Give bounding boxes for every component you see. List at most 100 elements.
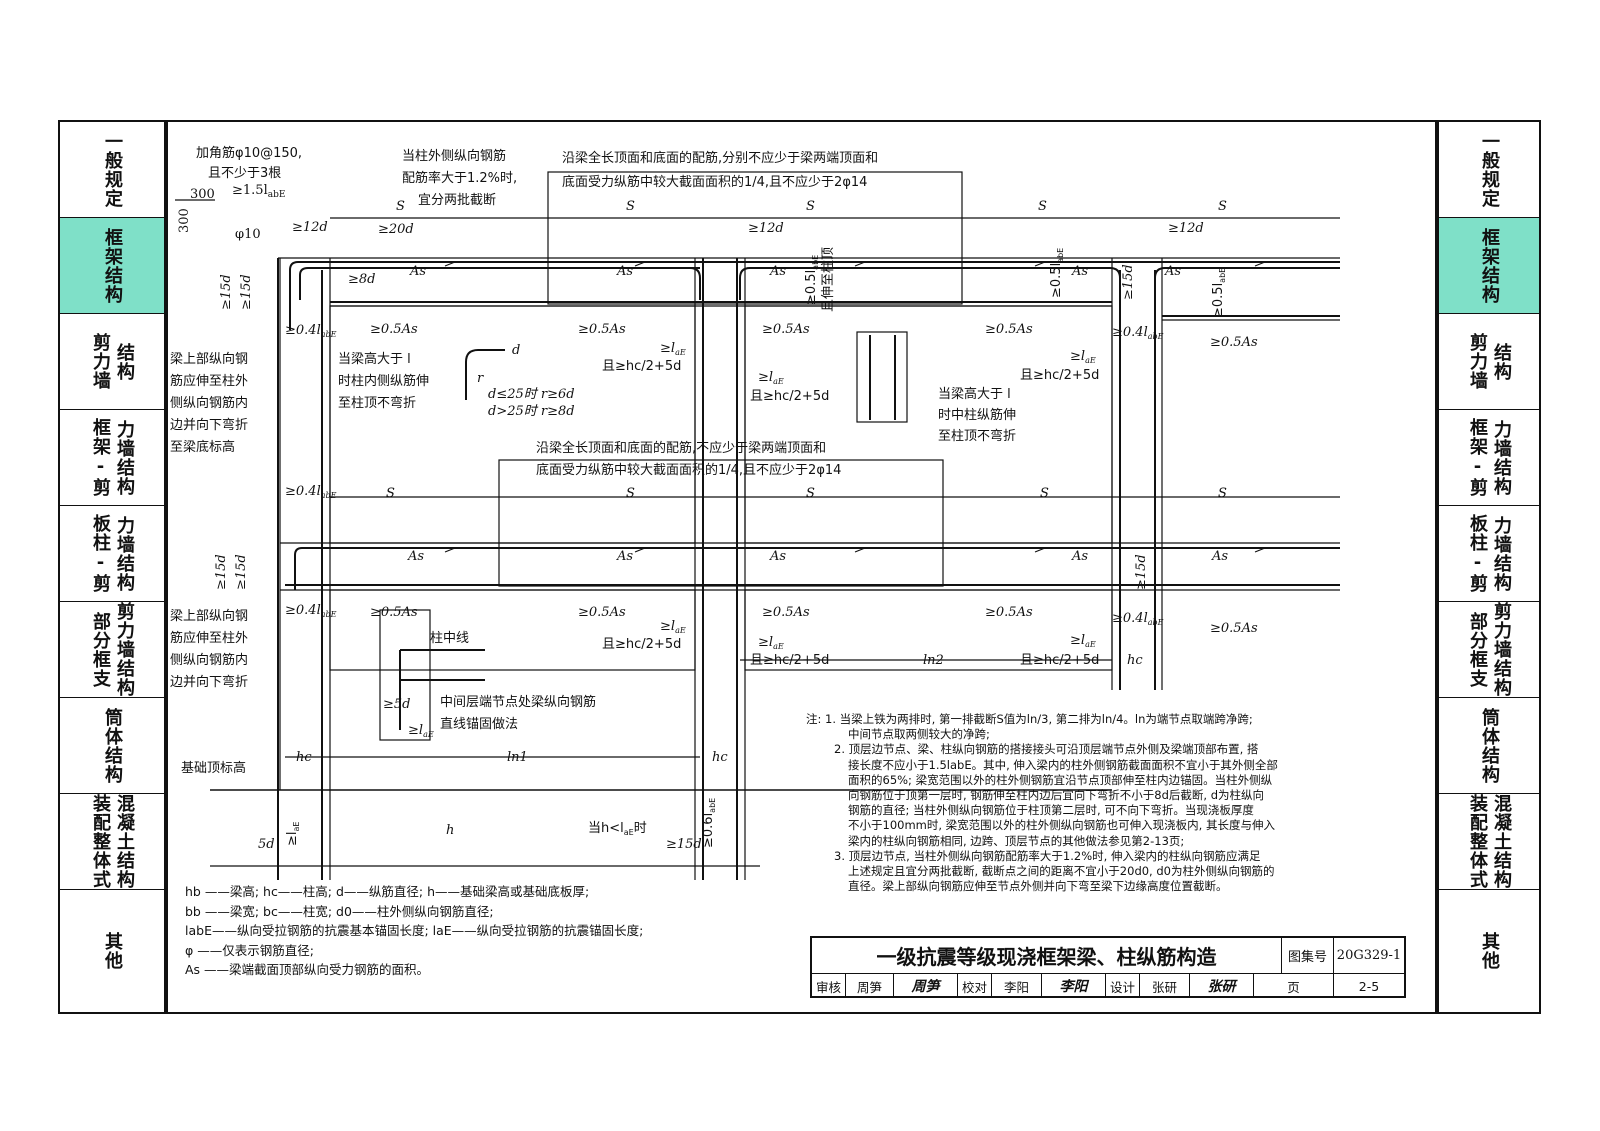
note-line: 钢筋的直径; 当柱外侧纵向钢筋位于柱顶第二层时, 可不向下弯折。当现浇板厚度 <box>848 803 1254 818</box>
right-tab-label: 框架结构 <box>1479 227 1500 304</box>
note-line: 上述规定且宜分两批截断, 截断点之间的距离不宜小于20d0, d0为柱外侧纵向钢… <box>848 864 1275 879</box>
left-tab-label: 其他 <box>102 932 123 970</box>
right-tab-label: 混凝土结构 <box>1491 794 1512 889</box>
label-04labe-low: ≥0.4labE <box>285 603 337 619</box>
right-tab-label: 框架-剪 <box>1467 418 1488 497</box>
label-corner-bar-2: 且不少于3根 <box>208 166 281 181</box>
left-tab-1[interactable]: 框架结构 <box>60 218 164 314</box>
label-bend-d: d <box>512 343 520 358</box>
label-lap-length: ≥1.5labE <box>232 183 285 200</box>
label-bend-r2: d>25时 r≥8d <box>488 404 575 419</box>
right-tab-label: 筒体结构 <box>1479 707 1500 784</box>
left-tab-label: 剪力墙 <box>90 333 111 390</box>
label-half-as-5: ≥0.5As <box>1210 335 1258 350</box>
label-col-ratio-3: 宜分两批截断 <box>418 193 496 208</box>
beam-h-gt2-2: 时中柱纵筋伸 <box>938 407 1016 423</box>
check-label: 校对 <box>958 974 992 998</box>
label-phi10: φ10 <box>235 227 261 242</box>
label-half-as-4: ≥0.5As <box>985 322 1033 337</box>
check-name: 李阳 <box>992 974 1042 998</box>
left-category-tabs: 一般规定框架结构剪力墙结构框架-剪力墙结构板柱-剪力墙结构部分框支剪力墙结构筒体… <box>58 120 166 1014</box>
label-to-col-top: 且伸至柱顶 <box>821 247 836 312</box>
top-note-line-2: 底面受力纵筋中较大截面面积的1/4,且不应少于2φ14 <box>562 174 867 190</box>
label-half-as-mid-2: ≥0.5As <box>578 605 626 620</box>
right-tab-1[interactable]: 框架结构 <box>1439 218 1539 314</box>
label-as-mid-3: As <box>769 549 786 564</box>
left-tab-label: 装配整体式 <box>90 794 111 889</box>
right-tab-8[interactable]: 其他 <box>1439 890 1539 1012</box>
left-tab-5[interactable]: 部分框支剪力墙结构 <box>60 602 164 698</box>
legend-line: As ——梁端截面顶部纵向受力钢筋的面积。 <box>185 962 430 977</box>
label-as-4: As <box>1071 264 1088 279</box>
label-h-lt: 当h<laE时 <box>588 821 647 837</box>
label-half-as-2: ≥0.5As <box>578 322 626 337</box>
beam-h-gt-1: 当梁高大于 l <box>338 351 411 367</box>
beam-h-gt2-3: 至柱顶不弯折 <box>938 428 1016 444</box>
label-s-mid-5: S <box>1218 486 1227 501</box>
note-line: 3. 顶层边节点, 当柱外侧纵向钢筋配筋率大于1.2%时, 伸入梁内的柱纵向钢筋… <box>834 848 1261 863</box>
beam-h-gt-3: 至柱顶不弯折 <box>338 395 416 411</box>
left-tab-label: 框架-剪 <box>90 418 111 497</box>
right-tab-label: 一般规定 <box>1479 131 1500 208</box>
right-tab-0[interactable]: 一般规定 <box>1439 122 1539 218</box>
right-tab-3[interactable]: 框架-剪力墙结构 <box>1439 410 1539 506</box>
beam-top-ext-4: 边并向下弯折 <box>170 417 248 433</box>
left-tab-label: 剪力墙结构 <box>114 602 135 697</box>
left-tab-6[interactable]: 筒体结构 <box>60 698 164 794</box>
drawing-notes: 注: 1. 当梁上铁为两排时, 第一排截断S值为ln/3, 第二排为ln/4。l… <box>806 712 1406 894</box>
note-line: 不小于100mm时, 梁宽范围以外的柱外侧纵向钢筋也可伸入现浇板内, 其长度与伸… <box>848 818 1275 833</box>
legend-line: φ ——仅表示钢筋直径; <box>185 942 314 958</box>
left-tab-7[interactable]: 装配整体式混凝土结构 <box>60 794 164 890</box>
note-line: 中间节点取两侧较大的净跨; <box>848 727 990 742</box>
label-8d: ≥8d <box>348 272 376 287</box>
label-04labe-low-right: ≥0.4labE <box>1112 611 1164 627</box>
beam-top-ext2-1: 梁上部纵向钢 <box>170 608 248 624</box>
label-h: h <box>446 823 454 838</box>
right-tab-4[interactable]: 板柱-剪力墙结构 <box>1439 506 1539 602</box>
drawing-frame <box>166 120 1437 1014</box>
legend-line: hb ——梁高; hc——柱高; d——纵筋直径; h——基础梁高或基础底板厚; <box>185 884 590 899</box>
label-col-ratio-2: 配筋率大于1.2%时, <box>402 170 517 186</box>
label-half-as-mid-5: ≥0.5As <box>1210 621 1258 636</box>
left-tab-label: 混凝土结构 <box>114 794 135 889</box>
mid-note-line-2: 底面受力纵筋中较大截面面积的1/4,且不应少于2φ14 <box>536 462 841 478</box>
label-05labe-r1: ≥0.5labE <box>1049 248 1065 298</box>
label-s-top-2: S <box>626 199 635 214</box>
left-tab-label: 筒体结构 <box>102 707 123 784</box>
left-tab-2[interactable]: 剪力墙结构 <box>60 314 164 410</box>
label-dim-300-h: 300 <box>190 187 215 202</box>
title-block: 一级抗震等级现浇框架梁、柱纵筋构造 图集号 20G329-1 审核 周笋 周笋 … <box>810 936 1406 998</box>
left-tab-4[interactable]: 板柱-剪力墙结构 <box>60 506 164 602</box>
right-tab-5[interactable]: 部分框支剪力墙结构 <box>1439 602 1539 698</box>
left-tab-label: 结构 <box>114 342 135 381</box>
label-col-ratio-1: 当柱外侧纵向钢筋 <box>402 148 506 164</box>
label-5d-base: 5d <box>258 837 275 852</box>
right-category-tabs: 一般规定框架结构剪力墙结构框架-剪力墙结构板柱-剪力墙结构部分框支剪力墙结构筒体… <box>1437 120 1541 1014</box>
symbol-legend: hb ——梁高; hc——柱高; d——纵筋直径; h——基础梁高或基础底板厚;… <box>185 882 795 980</box>
design-signature: 张研 <box>1190 974 1254 998</box>
beam-top-ext-2: 筋应伸至柱外 <box>170 373 248 389</box>
beam-h-gt-2: 时柱内侧纵筋伸 <box>338 373 429 389</box>
label-lae-1: ≥laE <box>660 341 686 357</box>
label-hc-cond-1: 且≥hc/2+5d <box>602 359 681 374</box>
left-tab-0[interactable]: 一般规定 <box>60 122 164 218</box>
label-s-top-1: S <box>396 199 405 214</box>
label-half-as-mid-1: ≥0.5As <box>370 605 418 620</box>
label-15d-mid-right: ≥15d <box>1134 554 1149 590</box>
right-tab-6[interactable]: 筒体结构 <box>1439 698 1539 794</box>
label-s-mid-3: S <box>806 486 815 501</box>
left-tab-3[interactable]: 框架-剪力墙结构 <box>60 410 164 506</box>
right-tab-2[interactable]: 剪力墙结构 <box>1439 314 1539 410</box>
beam-h-gt2-1: 当梁高大于 l <box>938 386 1011 402</box>
right-tab-label: 装配整体式 <box>1467 794 1488 889</box>
right-tab-7[interactable]: 装配整体式混凝土结构 <box>1439 794 1539 890</box>
label-15d-mid-l1: ≥15d <box>214 554 229 590</box>
legend-line: bb ——梁宽; bc——柱宽; d0——柱外侧纵向钢筋直径; <box>185 903 494 919</box>
label-lae-6: ≥laE <box>1070 633 1096 649</box>
mid-anchor-1: 中间层端节点处梁纵向钢筋 <box>440 694 596 710</box>
review-label: 审核 <box>812 974 846 998</box>
label-s-top-5: S <box>1218 199 1227 214</box>
left-tab-8[interactable]: 其他 <box>60 890 164 1012</box>
beam-top-ext2-4: 边并向下弯折 <box>170 674 248 690</box>
label-hc-mid: hc <box>712 750 728 765</box>
